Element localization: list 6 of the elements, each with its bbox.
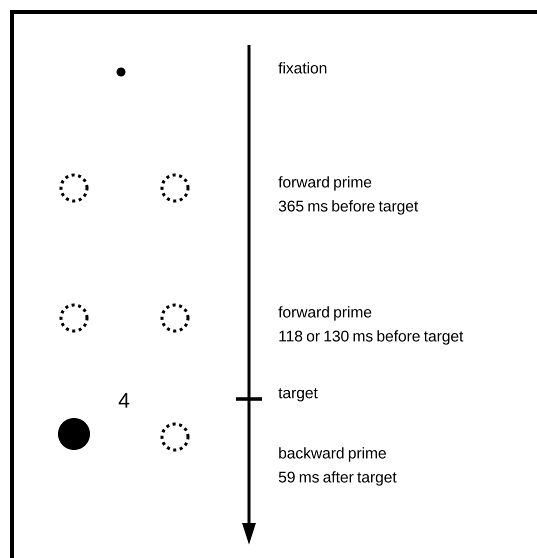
stage-label: forward prime 118 or 130 ms before target	[278, 306, 464, 345]
stage-label: fixation	[278, 62, 326, 74]
stage-label: backward prime 59 ms after target	[278, 447, 397, 486]
digit-stimulus: 4	[118, 393, 130, 408]
stage-label: forward prime 365 ms before target	[278, 176, 418, 215]
stage-label: target	[278, 388, 318, 402]
